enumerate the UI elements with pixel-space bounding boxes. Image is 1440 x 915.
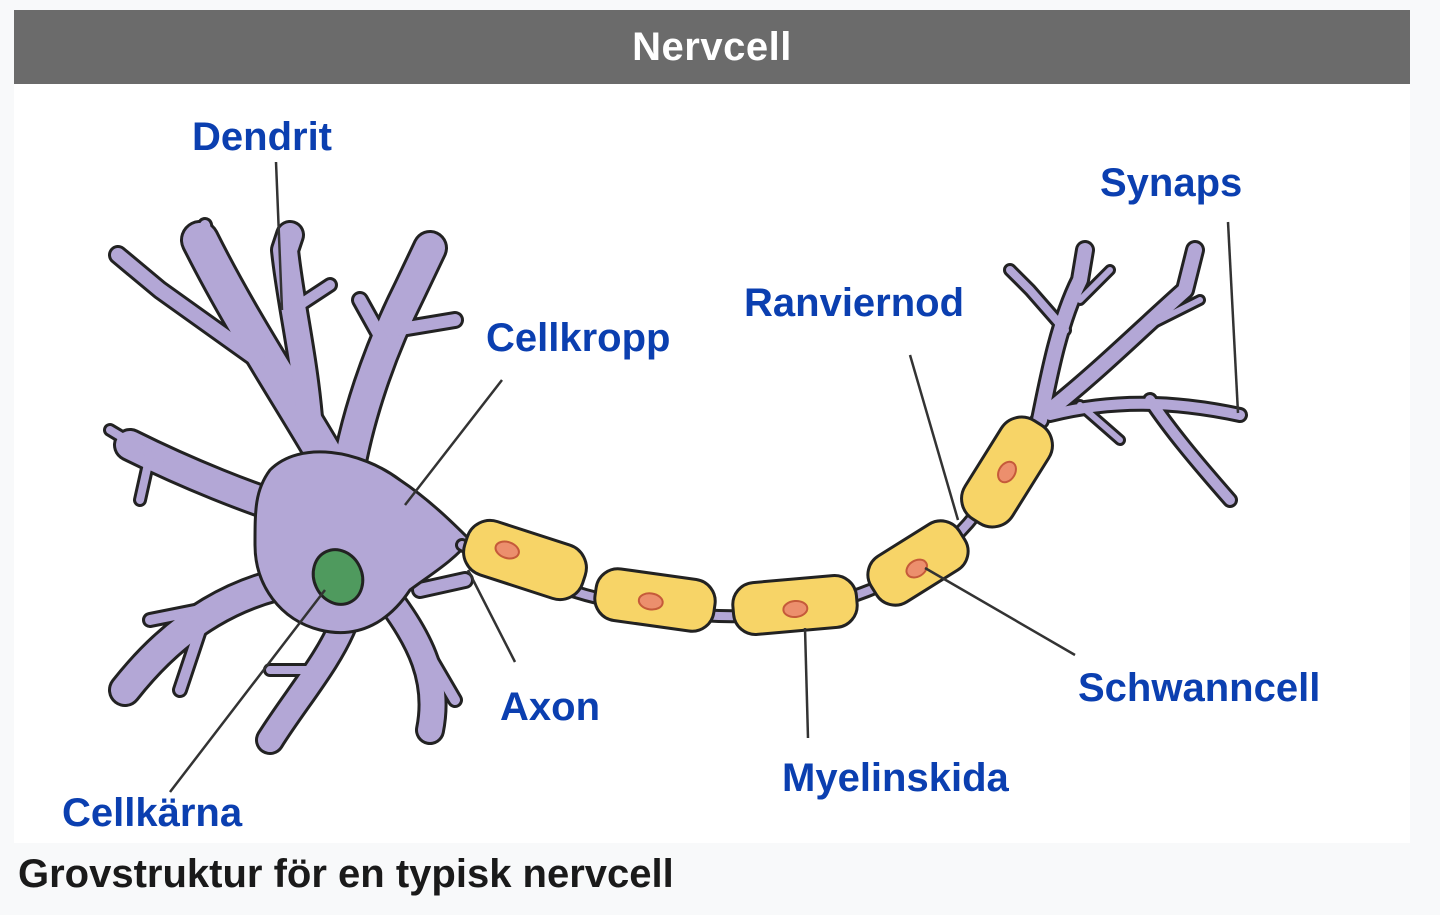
dendrites bbox=[103, 217, 474, 755]
schwann-nucleus bbox=[494, 540, 520, 560]
schwann-cell bbox=[593, 567, 717, 633]
schwann-nucleus bbox=[637, 592, 664, 611]
axon-terminals bbox=[1003, 240, 1248, 508]
schwann-cell bbox=[731, 574, 859, 636]
leader-lines bbox=[169, 161, 1240, 793]
cell-body bbox=[253, 450, 472, 635]
myelin-sheath bbox=[462, 415, 1054, 636]
label-synaps: Synaps bbox=[1100, 161, 1242, 205]
label-schwanncell: Schwanncell bbox=[1078, 666, 1320, 710]
schwann-cell bbox=[462, 518, 588, 602]
schwann-nucleus bbox=[905, 558, 928, 579]
label-dendrit: Dendrit bbox=[192, 115, 332, 159]
label-cellkarna: Cellkärna bbox=[62, 791, 243, 835]
label-cellkropp: Cellkropp bbox=[486, 316, 670, 360]
caption: Grovstruktur för en typisk nervcell bbox=[18, 852, 674, 896]
schwann-nucleus bbox=[997, 460, 1017, 484]
label-myelinskida: Myelinskida bbox=[782, 756, 1010, 800]
schwann-cell bbox=[960, 415, 1054, 529]
infobox-title: Nervcell bbox=[14, 10, 1410, 84]
schwann-nucleus bbox=[782, 599, 809, 619]
schwann-cell bbox=[866, 519, 970, 607]
label-ranviernod: Ranviernod bbox=[744, 281, 964, 325]
label-axon: Axon bbox=[500, 685, 600, 729]
